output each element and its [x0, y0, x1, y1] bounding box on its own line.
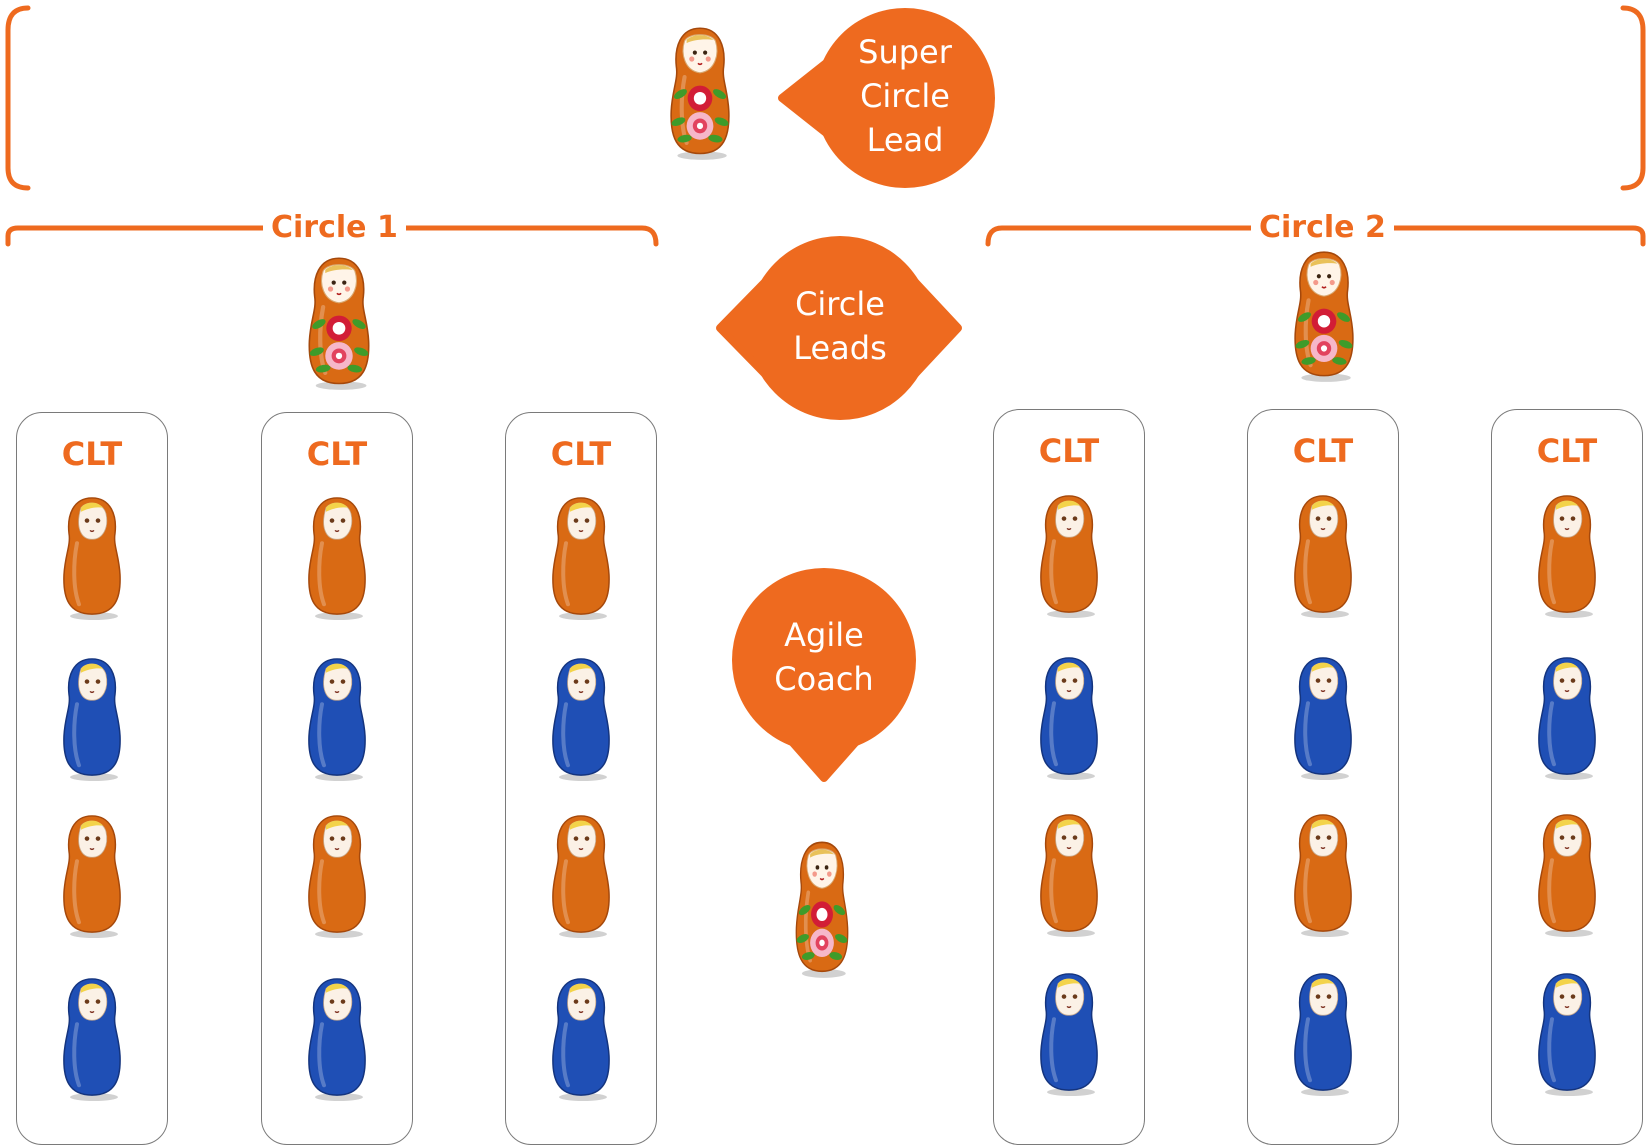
clt-label: CLT [1292, 432, 1354, 470]
agile-coach-line-1: Agile [784, 616, 864, 654]
blue-matryoshka-icon [1040, 973, 1098, 1097]
blue-matryoshka-icon [552, 978, 610, 1102]
orange-matryoshka-icon [552, 497, 610, 621]
blue-matryoshka-icon [63, 978, 121, 1102]
super-circle-bracket-right [1620, 5, 1646, 191]
super-circle-bracket-left [5, 5, 31, 191]
blue-matryoshka-icon [63, 658, 121, 782]
clt-label: CLT [1536, 432, 1598, 470]
circle-1-bracket [5, 225, 659, 247]
super-circle-lead-label: Super Circle Lead [845, 30, 965, 162]
circle-1-title: Circle 1 [263, 210, 406, 246]
super-circle-lead-line-2: Circle [860, 77, 950, 115]
orange-matryoshka-icon [1040, 814, 1098, 938]
circle-2-lead-doll [1294, 251, 1354, 382]
agile-coach-line-2: Coach [774, 660, 874, 698]
circle-leads-bubble [716, 236, 962, 420]
circle-leads-line-1: Circle [795, 285, 885, 323]
blue-matryoshka-icon [308, 658, 366, 782]
circle-2-title: Circle 2 [1251, 210, 1394, 246]
orange-matryoshka-icon [1538, 495, 1596, 619]
agile-coach-doll [795, 841, 849, 978]
orange-matryoshka-icon [63, 815, 121, 939]
orange-matryoshka-icon [1294, 495, 1352, 619]
blue-matryoshka-icon [1538, 657, 1596, 781]
clt-label: CLT [61, 435, 123, 473]
orange-matryoshka-icon [308, 497, 366, 621]
orange-matryoshka-icon [1040, 495, 1098, 619]
circle-1-lead-doll [308, 257, 370, 390]
super-circle-lead-bubble [778, 8, 995, 188]
circle-leads-line-2: Leads [793, 329, 887, 367]
super-circle-lead-doll [670, 27, 730, 160]
agile-coach-label: Agile Coach [764, 613, 884, 701]
clt-label: CLT [306, 435, 368, 473]
orange-matryoshka-icon [1538, 814, 1596, 938]
orange-matryoshka-icon [63, 497, 121, 621]
blue-matryoshka-icon [1294, 973, 1352, 1097]
super-circle-lead-line-1: Super [858, 33, 952, 71]
circle-2-bracket [985, 225, 1646, 247]
agile-coach-bubble [732, 568, 916, 782]
blue-matryoshka-icon [1040, 657, 1098, 781]
orange-matryoshka-icon [308, 815, 366, 939]
circle-leads-label: Circle Leads [780, 282, 900, 370]
orange-matryoshka-icon [1294, 814, 1352, 938]
super-circle-lead-line-3: Lead [866, 121, 944, 159]
clt-label: CLT [550, 435, 612, 473]
blue-matryoshka-icon [1538, 973, 1596, 1097]
clt-label: CLT [1038, 432, 1100, 470]
blue-matryoshka-icon [552, 658, 610, 782]
blue-matryoshka-icon [1294, 657, 1352, 781]
orange-matryoshka-icon [552, 815, 610, 939]
blue-matryoshka-icon [308, 978, 366, 1102]
